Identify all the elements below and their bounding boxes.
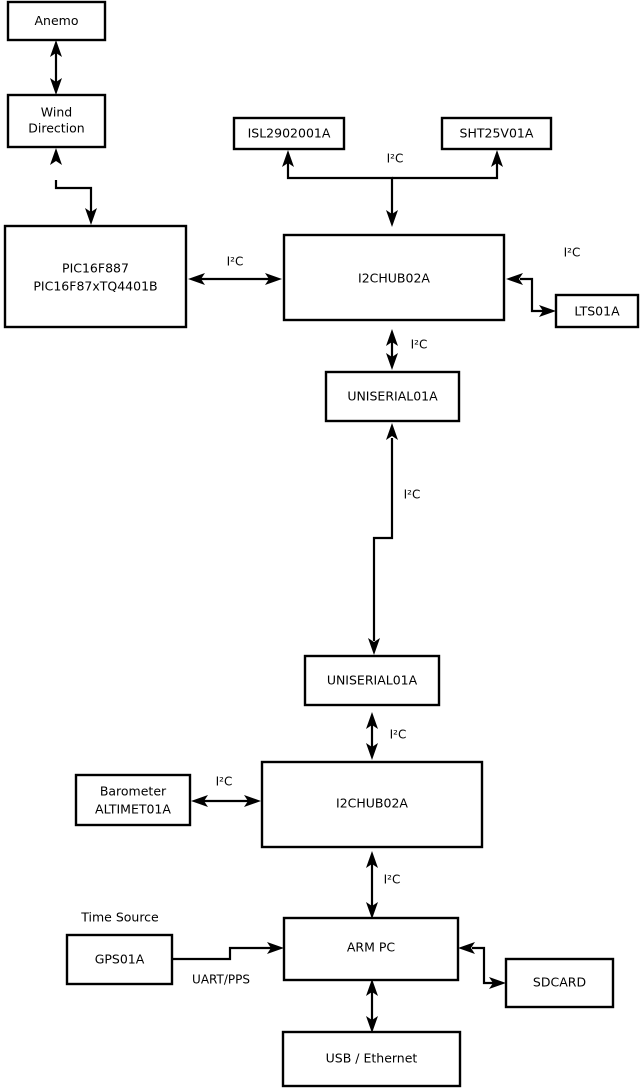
edge-arm-sdcard [458,942,506,989]
node-anemo-label: Anemo [35,13,79,28]
node-lts01a-label: LTS01A [574,304,620,319]
node-pic-mcu-label-line1: PIC16F887 [62,261,129,276]
node-usb-ethernet-label: USB / Ethernet [326,1051,418,1066]
edge-barometer-hub [191,795,261,807]
node-gps01a-label: GPS01A [95,952,145,967]
node-barometer-label-line1: Barometer [100,784,167,799]
edge-hub-arm [366,851,378,919]
node-sdcard[interactable]: SDCARD [504,957,615,1009]
node-isl2902001a[interactable]: ISL2902001A [232,116,346,151]
node-gps01a[interactable]: GPS01A [65,933,174,986]
node-i2chub02a-bottom-label: I2CHUB02A [336,796,408,811]
edge-label-i2c-hub-lts: I²C [564,246,581,260]
edge-anemo-wind [50,40,62,95]
node-i2chub02a-bottom[interactable]: I2CHUB02A [260,760,484,849]
node-usb-ethernet[interactable]: USB / Ethernet [281,1030,462,1088]
edge-label-i2c-sensors-top: I²C [387,152,404,166]
node-sht25v01a-label: SHT25V01A [460,126,534,141]
node-isl2902001a-label: ISL2902001A [248,126,331,141]
node-wind-direction[interactable]: Wind Direction [6,93,107,149]
edge-uniserial-hub-bottom [366,712,378,760]
edge-uniserial-link [368,423,398,655]
edge-gps-arm [172,942,284,961]
edge-hub-lts [506,273,556,317]
node-sht25v01a[interactable]: SHT25V01A [440,116,553,151]
node-arm-pc[interactable]: ARM PC [282,916,460,982]
node-sdcard-label: SDCARD [533,975,586,990]
node-wind-direction-label-line1: Wind [41,105,72,120]
edge-label-i2c-hub-uniserial: I²C [411,338,428,352]
edge-pic-hub [188,273,282,285]
node-lts01a[interactable]: LTS01A [554,293,640,329]
edge-label-uart-pps: UART/PPS [192,973,250,987]
edge-label-i2c-barometer-hub: I²C [216,775,233,789]
node-anemo[interactable]: Anemo [6,0,107,42]
node-uniserial01a-bottom[interactable]: UNISERIAL01A [303,654,441,707]
node-barometer-altimet01a[interactable]: Barometer ALTIMET01A [74,773,192,827]
node-wind-direction-label-line2: Direction [28,121,84,136]
edge-label-i2c-pic-hub: I²C [227,255,244,269]
node-uniserial01a-bottom-label: UNISERIAL01A [327,673,418,688]
node-i2chub02a-top[interactable]: I2CHUB02A [282,233,506,322]
label-time-source: Time Source [80,910,159,925]
node-barometer-label-line2: ALTIMET01A [95,802,171,817]
edge-wind-pic [50,148,97,225]
node-pic-mcu[interactable]: PIC16F887 PIC16F87xTQ4401B [3,224,188,329]
node-i2chub02a-top-label: I2CHUB02A [358,271,430,286]
node-pic-mcu-label-line2: PIC16F87xTQ4401B [33,279,157,294]
edge-arm-usb [366,979,378,1033]
edge-hub-sensors-bus [282,150,503,227]
node-uniserial01a-top[interactable]: UNISERIAL01A [324,370,461,423]
edge-hub-uniserial-top [386,329,398,370]
edge-label-i2c-hub-arm: I²C [384,873,401,887]
edge-label-i2c-uniserial-link: I²C [404,488,421,502]
edge-label-i2c-uniserial-hub-bottom: I²C [390,728,407,742]
node-uniserial01a-top-label: UNISERIAL01A [347,389,438,404]
node-arm-pc-label: ARM PC [347,940,396,955]
